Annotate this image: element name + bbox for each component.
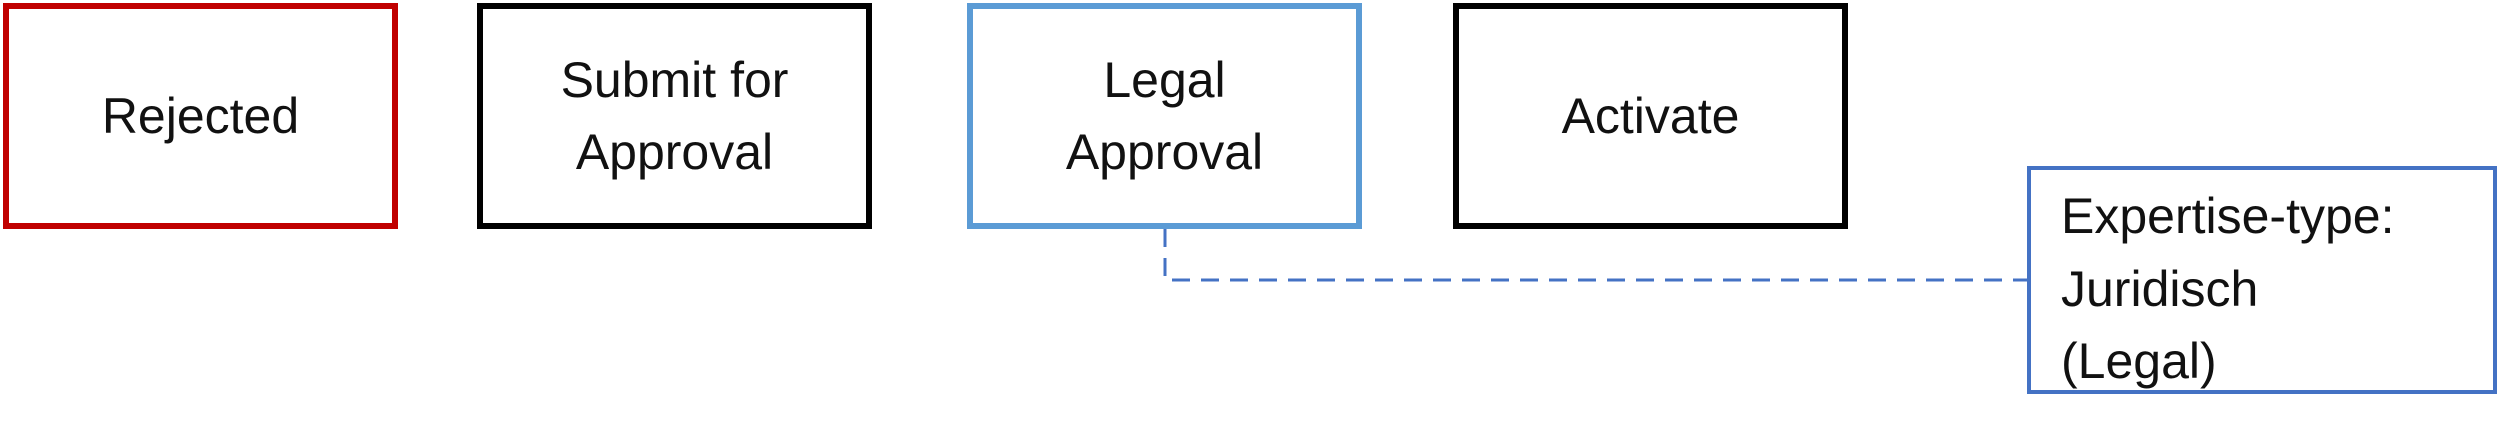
activate-state-box[interactable]: Activate bbox=[1453, 3, 1848, 229]
submit-for-approval-state-box[interactable]: Submit for Approval bbox=[477, 3, 872, 229]
annotation-dashed-line bbox=[1163, 229, 2027, 282]
rejected-label: Rejected bbox=[101, 87, 300, 144]
submit-for-approval-label: Submit for Approval bbox=[560, 51, 789, 181]
activate-label: Activate bbox=[1561, 87, 1740, 144]
legal-approval-label: Legal Approval bbox=[1065, 51, 1264, 181]
rejected-state-box[interactable]: Rejected bbox=[3, 3, 398, 229]
legal-approval-state-box[interactable]: Legal Approval bbox=[967, 3, 1362, 229]
expertise-type-annotation: Expertise-type: Juridisch (Legal) bbox=[2027, 166, 2497, 394]
